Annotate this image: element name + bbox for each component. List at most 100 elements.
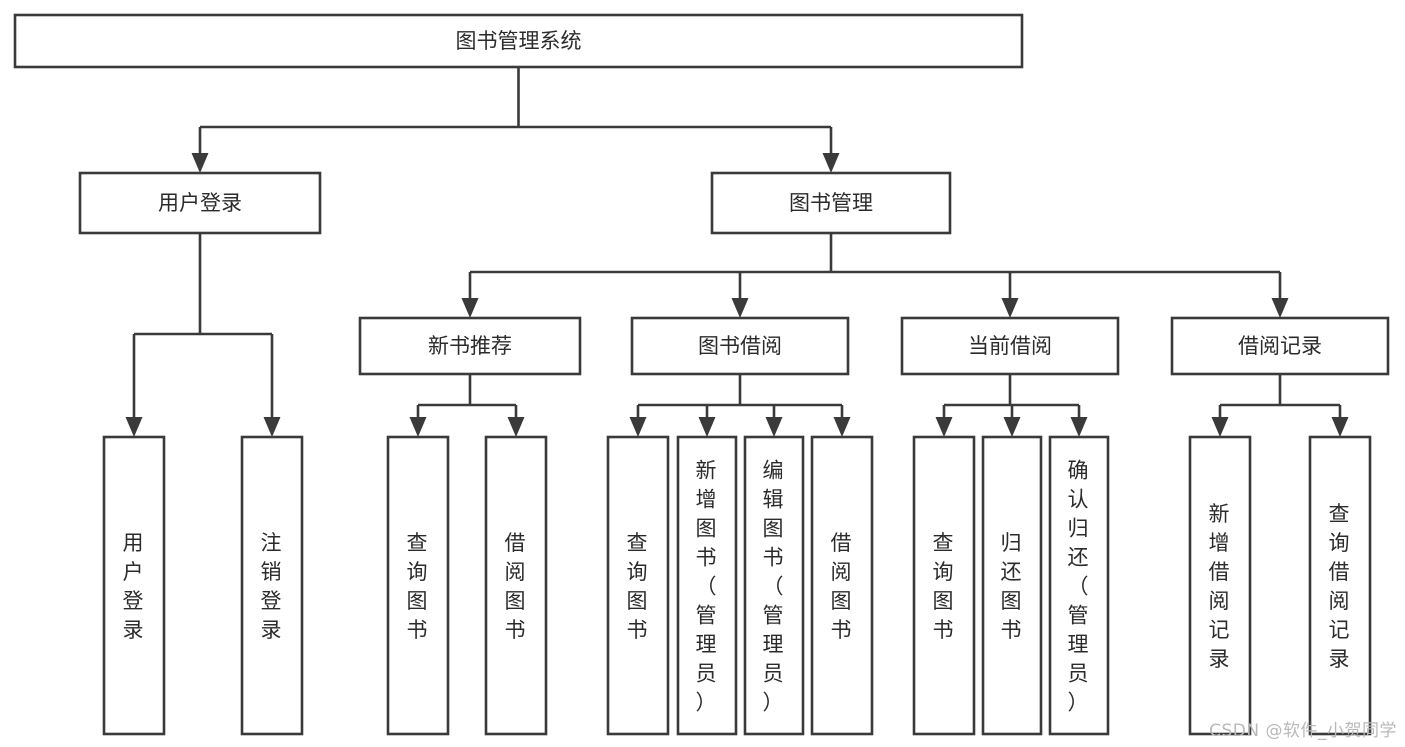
node-label-char: 询 bbox=[933, 560, 956, 584]
node-label-char: ） bbox=[1068, 691, 1091, 715]
node-label-char: 查 bbox=[407, 531, 430, 555]
node-label-char: 还 bbox=[1001, 560, 1024, 584]
node-box bbox=[386, 435, 450, 736]
node-box bbox=[1170, 316, 1390, 376]
node-book-borrow[interactable]: 图书借阅 bbox=[630, 316, 850, 376]
node-box bbox=[676, 435, 738, 736]
node-label-char: 录 bbox=[123, 618, 146, 642]
arrow-head bbox=[731, 298, 749, 318]
node-label-char: 辑 bbox=[763, 488, 786, 512]
node-borrow-record[interactable]: 借阅记录 bbox=[1170, 316, 1390, 376]
node-label-char: 记 bbox=[1329, 618, 1352, 642]
node-box bbox=[102, 435, 166, 736]
node-label: 图书借阅 bbox=[698, 334, 782, 358]
connectors-layer bbox=[125, 67, 1349, 437]
node-label-char: 管 bbox=[1068, 604, 1091, 628]
node-label-char: 书 bbox=[627, 618, 650, 642]
node-leaf-user-login[interactable]: 用户登录 bbox=[102, 435, 166, 736]
node-label-char: 员 bbox=[696, 662, 719, 686]
arrow-head bbox=[191, 153, 209, 173]
node-box bbox=[240, 435, 304, 736]
node-box bbox=[912, 435, 976, 736]
node-box bbox=[743, 435, 805, 736]
arrow-head bbox=[507, 417, 525, 437]
node-label-char: 图 bbox=[831, 589, 854, 613]
arrow-head bbox=[935, 417, 953, 437]
node-label-char: 查 bbox=[933, 531, 956, 555]
node-label-char: 阅 bbox=[831, 560, 854, 584]
node-label: 图书管理系统 bbox=[456, 29, 582, 53]
node-label-char: 阅 bbox=[1209, 589, 1232, 613]
node-label-char: 新 bbox=[1209, 502, 1232, 526]
node-label-char: 询 bbox=[407, 560, 430, 584]
node-new-book-rec[interactable]: 新书推荐 bbox=[358, 316, 582, 376]
node-current-borrow[interactable]: 当前借阅 bbox=[900, 316, 1120, 376]
node-label: 当前借阅 bbox=[968, 334, 1052, 358]
node-label-char: ） bbox=[763, 691, 786, 715]
node-label-char: 理 bbox=[696, 633, 719, 657]
node-box bbox=[13, 13, 1024, 69]
node-label-char: 查 bbox=[1329, 502, 1352, 526]
node-label-char: ） bbox=[696, 691, 719, 715]
edge-group-new-book-rec bbox=[409, 374, 525, 437]
node-label-char: 销 bbox=[261, 560, 284, 584]
node-book-manage[interactable]: 图书管理 bbox=[710, 171, 952, 235]
node-label-char: 管 bbox=[696, 604, 719, 628]
arrow-head bbox=[1271, 298, 1289, 318]
node-label-char: 管 bbox=[763, 604, 786, 628]
node-label-char: 书 bbox=[933, 618, 956, 642]
node-label-char: 图 bbox=[933, 589, 956, 613]
arrow-head bbox=[698, 417, 716, 437]
node-box bbox=[900, 316, 1120, 376]
edge-group-borrow-record bbox=[1211, 374, 1349, 437]
node-user-login[interactable]: 用户登录 bbox=[78, 171, 322, 235]
arrow-head bbox=[833, 417, 851, 437]
node-label-char: 理 bbox=[1068, 633, 1091, 657]
node-label-char: 记 bbox=[1209, 618, 1232, 642]
node-label-char: 借 bbox=[1209, 560, 1232, 584]
arrow-head bbox=[1003, 417, 1021, 437]
node-label-char: 员 bbox=[763, 662, 786, 686]
node-label-char: 书 bbox=[505, 618, 528, 642]
nodes-layer: 图书管理系统用户登录图书管理新书推荐图书借阅当前借阅借阅记录用户登录注销登录查询… bbox=[13, 13, 1390, 736]
node-label-char: 归 bbox=[1001, 531, 1024, 555]
node-label-char: 新 bbox=[696, 459, 719, 483]
node-label-char: 认 bbox=[1068, 488, 1091, 512]
arrow-head bbox=[1001, 298, 1019, 318]
node-label-char: 图 bbox=[407, 589, 430, 613]
node-label-char: 用 bbox=[123, 531, 146, 555]
arrow-head bbox=[263, 417, 281, 437]
node-box bbox=[606, 435, 670, 736]
node-label: 新书推荐 bbox=[428, 334, 512, 358]
node-label-char: 书 bbox=[831, 618, 854, 642]
node-label-char: 注 bbox=[261, 531, 284, 555]
arrow-head bbox=[1211, 417, 1229, 437]
arrow-head bbox=[765, 417, 783, 437]
node-label-char: （ bbox=[1068, 575, 1091, 599]
node-label-char: 确 bbox=[1068, 459, 1091, 483]
node-label-char: 户 bbox=[123, 560, 146, 584]
node-label-char: 阅 bbox=[1329, 589, 1352, 613]
node-label: 借阅记录 bbox=[1238, 334, 1322, 358]
node-root[interactable]: 图书管理系统 bbox=[13, 13, 1024, 69]
